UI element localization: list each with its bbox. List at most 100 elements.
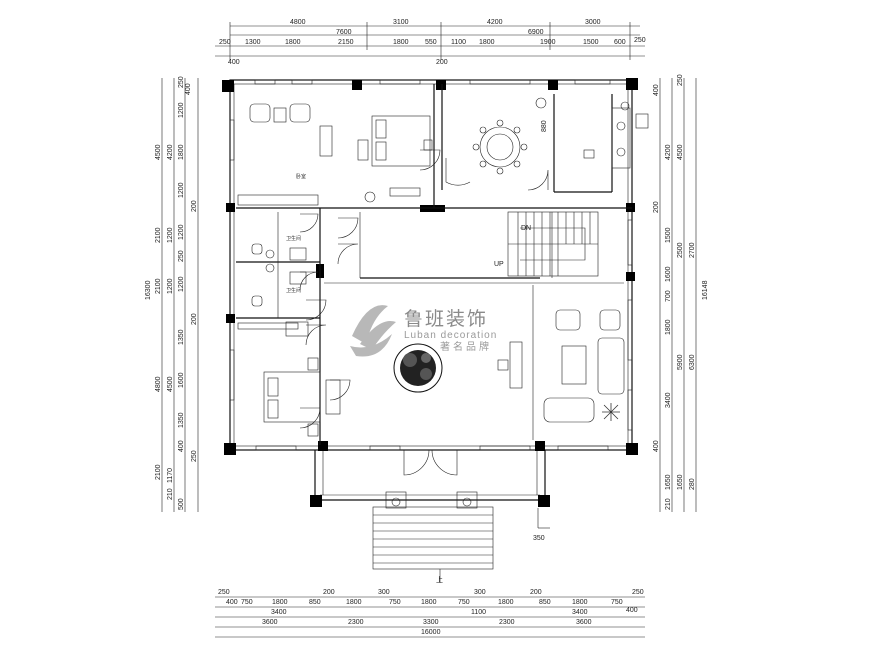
dim-right-10: 700: [665, 290, 672, 302]
top-dimensions: 4800 3100 4200 3000 7600 6900 250 1300 1…: [215, 19, 646, 66]
dim-bot-26: 2300: [499, 619, 515, 626]
dim-left-21: 200: [191, 313, 198, 325]
svg-text:卧室: 卧室: [296, 173, 306, 180]
dim-top-1: 4800: [290, 19, 306, 26]
dim-right-8: 2700: [689, 242, 696, 258]
dim-left-12: 250: [178, 76, 185, 88]
dim-left-3: 2100: [155, 278, 162, 294]
dim-left-9: 4500: [167, 376, 174, 392]
dim-right-7: 2500: [677, 242, 684, 258]
dim-left-20: 1200: [178, 276, 185, 292]
bedroom-top-furniture: 卧室: [249, 103, 433, 203]
dim-top-2: 3100: [393, 19, 409, 26]
dim-left-23: 1600: [178, 372, 185, 388]
dim-bot-18: 750: [611, 599, 623, 606]
dim-top-14: 1800: [479, 39, 495, 46]
dim-bot-9: 1800: [272, 599, 288, 606]
dim-bot-23: 3600: [262, 619, 278, 626]
interior-walls: [236, 84, 632, 445]
dim-right-2: 250: [677, 74, 684, 86]
dim-top-17: 600: [614, 39, 626, 46]
svg-text:卫生间: 卫生间: [286, 235, 301, 242]
dim-top-16: 1500: [583, 39, 599, 46]
windows: [229, 79, 633, 451]
dim-top-19: 400: [228, 59, 240, 66]
dim-top-5: 7600: [336, 29, 352, 36]
dim-bot-19: 400: [626, 607, 638, 614]
dim-bot-13: 1800: [421, 599, 437, 606]
dim-bot-15: 1800: [498, 599, 514, 606]
brand-watermark: 鲁班装饰 Luban decoration 著名品牌: [350, 305, 497, 357]
dim-top-9: 1800: [285, 39, 301, 46]
dim-right-15: 400: [653, 440, 660, 452]
dim-bot-8: 750: [241, 599, 253, 606]
dim-right-14: 3400: [665, 392, 672, 408]
dim-left-5: 2100: [155, 464, 162, 480]
dim-right-3: 4200: [665, 144, 672, 160]
dim-right-18: 280: [689, 478, 696, 490]
dim-right-13: 6300: [689, 354, 696, 370]
dim-left-4: 4800: [155, 376, 162, 392]
dim-top-8: 1300: [245, 39, 261, 46]
dim-right-12: 5900: [677, 354, 684, 370]
dim-right-total: 16148: [702, 280, 709, 300]
dim-bot-4: 300: [474, 589, 486, 596]
dim-left-7: 1200: [167, 227, 174, 243]
dim-left-24: 1350: [178, 412, 185, 428]
door-height-label: 880: [541, 120, 548, 132]
dim-bot-total: 16000: [421, 629, 441, 636]
bedroom-bottom-furniture: [237, 322, 341, 437]
dim-left-27: 500: [178, 498, 185, 510]
dim-left-16: 1200: [178, 182, 185, 198]
dim-left-18: 1200: [178, 224, 185, 240]
brand-logo-icon: [350, 305, 396, 357]
dim-left-total: 16300: [145, 280, 152, 300]
dim-top-4: 3000: [585, 19, 601, 26]
dim-right-4: 4500: [677, 144, 684, 160]
dim-bot-5: 200: [530, 589, 542, 596]
dim-bot-1: 250: [218, 589, 230, 596]
dim-left-17: 200: [191, 200, 198, 212]
brand-tagline: 著名品牌: [440, 340, 492, 353]
dim-right-17: 1650: [677, 474, 684, 490]
dim-bot-24: 2300: [348, 619, 364, 626]
dim-bot-27: 3600: [576, 619, 592, 626]
dim-top-3: 4200: [487, 19, 503, 26]
dim-bot-11: 1800: [346, 599, 362, 606]
dim-right-5: 200: [653, 201, 660, 213]
columns: [222, 78, 638, 507]
brand-english: Luban decoration: [404, 330, 497, 341]
dim-bot-6: 250: [632, 589, 644, 596]
svg-text:卫生间: 卫生间: [286, 287, 301, 294]
dim-top-13: 1100: [451, 39, 466, 46]
stair-down-label: DN: [521, 225, 531, 232]
dim-right-9: 1600: [665, 266, 672, 282]
stair-up-label: UP: [494, 261, 504, 268]
dim-top-20: 200: [436, 59, 448, 66]
dim-bot-12: 750: [389, 599, 401, 606]
dim-left-11: 210: [167, 488, 174, 500]
dim-left-6: 4200: [167, 144, 174, 160]
dim-bot-10: 850: [309, 599, 321, 606]
dim-right-1: 400: [653, 84, 660, 96]
dim-bot-20: 3400: [271, 609, 287, 616]
kitchen-furniture: [583, 101, 649, 169]
dim-top-15: 1900: [540, 39, 556, 46]
bathrooms: 卫生间 卫生间: [237, 194, 319, 337]
dim-bot-16: 850: [539, 599, 551, 606]
dim-left-22: 1350: [178, 329, 185, 345]
internal-stair: DN UP: [494, 211, 599, 277]
dim-right-11: 1800: [665, 319, 672, 335]
dim-top-6: 6900: [528, 29, 544, 36]
exterior-walls: [229, 79, 633, 501]
dim-bot-7: 400: [226, 599, 238, 606]
dim-left-19: 250: [178, 250, 185, 262]
dim-top-11: 1800: [393, 39, 409, 46]
dim-left-14: 1200: [178, 102, 185, 118]
dim-left-25: 400: [178, 440, 185, 452]
dim-bot-21: 1100: [471, 609, 486, 616]
stair-width-label: 350: [533, 535, 545, 542]
dim-top-18: 250: [634, 37, 646, 44]
dim-bot-14: 750: [458, 599, 470, 606]
